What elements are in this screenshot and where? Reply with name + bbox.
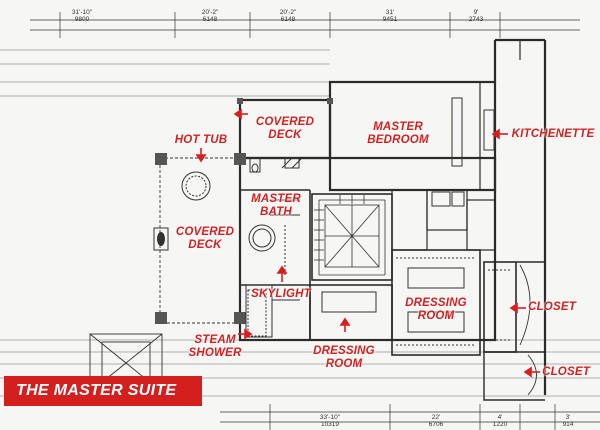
label-arrows xyxy=(195,108,540,378)
dimension-bottom-4: 3'914 xyxy=(562,414,574,428)
dressing-island-right-2 xyxy=(407,311,465,333)
bath-fixtures xyxy=(247,157,300,337)
post-2 xyxy=(234,153,246,165)
label-closet-2: CLOSET xyxy=(542,366,590,378)
dimension-top-3: 20'-2"6148 xyxy=(279,9,297,23)
post-4 xyxy=(234,312,246,324)
post-1 xyxy=(155,153,167,165)
bedroom-built-in xyxy=(451,97,463,167)
dimension-bottom-2: 22'6706 xyxy=(428,414,444,428)
dressing-island-bottom xyxy=(321,291,377,313)
label-hot-tub: HOT TUB xyxy=(174,134,228,146)
kitchenette-counter xyxy=(483,109,495,151)
title-banner: THE MASTER SUITE xyxy=(4,376,202,406)
dimension-top-2: 20'-2"6148 xyxy=(201,9,219,23)
dimension-top-5: 9'2743 xyxy=(468,9,484,23)
dimension-bottom-1: 33'-10"10319 xyxy=(319,414,341,428)
post-3 xyxy=(155,312,167,324)
dimension-bottom-3: 4'1220 xyxy=(492,414,508,428)
dressing-island-right-1 xyxy=(407,267,465,289)
dimension-top-1: 31'-10"9800 xyxy=(71,9,93,23)
hot-tub-drawing xyxy=(181,171,211,201)
stair-drawing xyxy=(314,195,386,276)
dimension-top-4: 31'9451 xyxy=(382,9,398,23)
deck-fixture xyxy=(153,227,169,251)
label-skylight: SKYLIGHT xyxy=(251,288,311,300)
label-kitchenette: KITCHENETTE xyxy=(511,128,595,140)
label-closet-1: CLOSET xyxy=(528,301,576,313)
